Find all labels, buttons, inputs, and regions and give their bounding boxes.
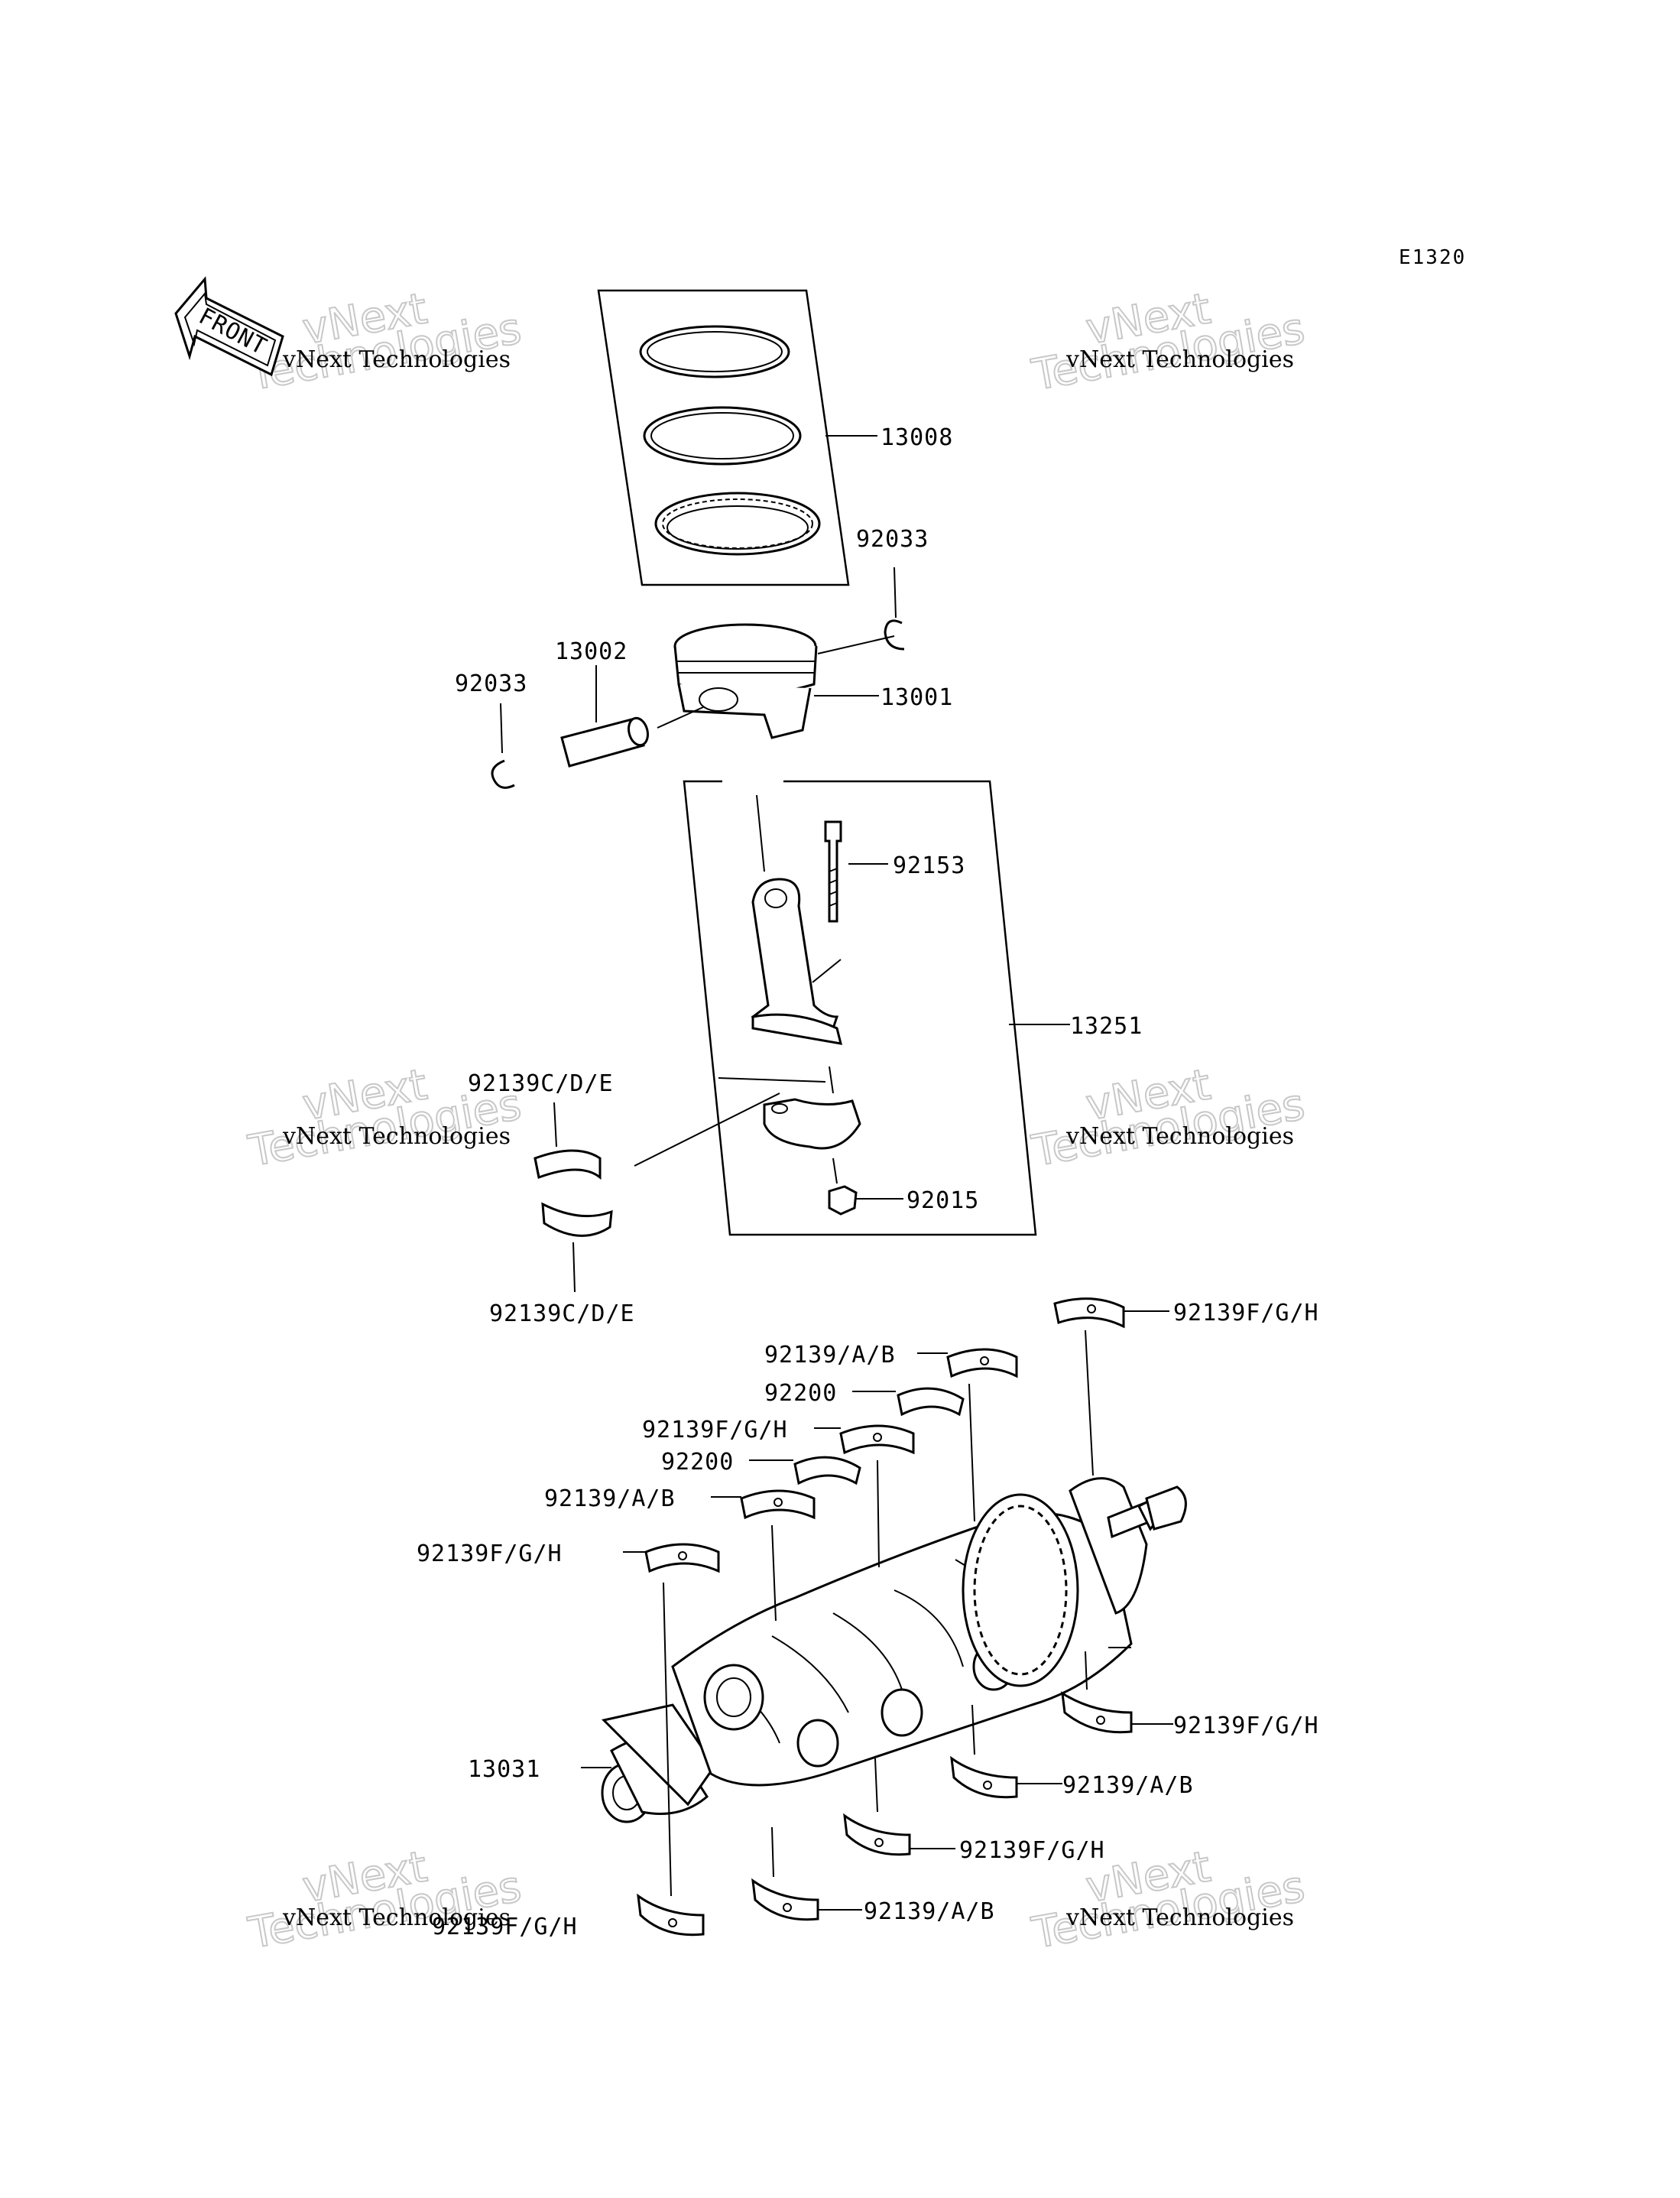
piston-pin: 13002 [555,638,649,768]
label-92139cde-upper: 92139C/D/E [468,1070,614,1097]
thrust-washer-1 [897,1387,965,1417]
bearing-lower-fgh-mid [843,1813,911,1856]
label-92139fgh-lower-left: 92139F/G/H [432,1914,578,1940]
label-13008: 13008 [881,424,953,451]
watermark-company: vNext Technologies [282,1123,511,1150]
label-92139fgh-lower-mid: 92139F/G/H [959,1837,1105,1864]
upper-bearing-shell [534,1149,602,1180]
lower-bearing-shell [541,1202,613,1237]
circlip-left: 92033 [455,670,527,789]
bearing-lower-fgh-left [637,1893,705,1937]
bearing-lower-ab-bottom [751,1878,819,1921]
bearing-lower-fgh-right [1061,1691,1133,1734]
label-92033-right: 92033 [856,526,929,553]
bearing-lower-ab-right [950,1755,1018,1799]
second-ring [643,406,802,466]
label-13001: 13001 [881,684,953,711]
label-92153: 92153 [893,852,965,879]
label-92139fgh-2: 92139F/G/H [642,1417,788,1443]
con-rod-assembly: 13251 92153 92015 [683,780,1143,1236]
watermark-mid-right: Technologies vNext vNext Technologies [1027,1059,1309,1177]
main-bearings-lower: 92139F/G/H 92139/A/B 92139F/G/H 92139/A/… [432,1651,1319,1940]
watermark-company: vNext Technologies [1065,346,1294,373]
label-92139ab-1: 92139/A/B [764,1342,896,1368]
label-92200-2: 92200 [661,1449,734,1476]
con-rod-box [683,780,1037,1236]
piston-rings-box [597,289,850,586]
label-92139fgh-top-right: 92139F/G/H [1173,1300,1319,1326]
piston-rings-group: 13008 [597,289,953,586]
connecting-rod [751,878,839,1030]
con-rod-bearings: 92139C/D/E 92139C/D/E [468,1070,826,1327]
top-ring [639,325,790,378]
watermark-company: vNext Technologies [282,1904,511,1931]
piston: 13001 [657,623,953,739]
label-92139fgh-lower-right: 92139F/G/H [1173,1713,1319,1739]
front-arrow: FRONT [174,276,284,377]
bearing-ab-1 [946,1348,1018,1378]
watermark-bottom-left: Technologies vNext vNext Technologies [244,1841,526,1959]
label-92139ab-lower-right: 92139/A/B [1062,1772,1194,1799]
label-92139ab-lower-bottom: 92139/A/B [864,1898,995,1925]
label-92139ab-2: 92139/A/B [544,1485,676,1512]
thrust-washer-2 [793,1456,861,1485]
bearing-fgh-left [644,1543,720,1573]
label-13031: 13031 [468,1756,540,1783]
watermark-top-left: Technologies vNext vNext Technologies [244,283,526,401]
label-13002: 13002 [555,638,628,665]
main-bearings-upper: 92139F/G/H 92139/A/B 92200 92139F/G/H 92… [417,1297,1319,1897]
watermark-company: vNext Technologies [1065,1904,1294,1931]
label-92015: 92015 [906,1187,979,1214]
crankshaft: 13031 [468,1477,1187,1823]
circlip-right: 92033 [856,526,929,651]
bearing-fgh-2 [839,1424,915,1455]
oil-ring [654,492,821,556]
con-rod-bolt [824,820,842,923]
label-92139cde-lower: 92139C/D/E [489,1300,635,1327]
label-92033-left: 92033 [455,670,527,697]
bearing-ab-2 [740,1489,816,1520]
label-13251: 13251 [1070,1013,1143,1040]
con-rod-nut [828,1185,858,1216]
label-92139fgh-left: 92139F/G/H [417,1541,563,1567]
label-92200-1: 92200 [764,1380,837,1407]
watermark-company: vNext Technologies [282,346,511,373]
watermark-company: vNext Technologies [1065,1123,1294,1150]
con-rod-cap [763,1098,861,1150]
diagram-code: E1320 [1399,246,1466,269]
watermark-top-right: Technologies vNext vNext Technologies [1027,283,1309,401]
